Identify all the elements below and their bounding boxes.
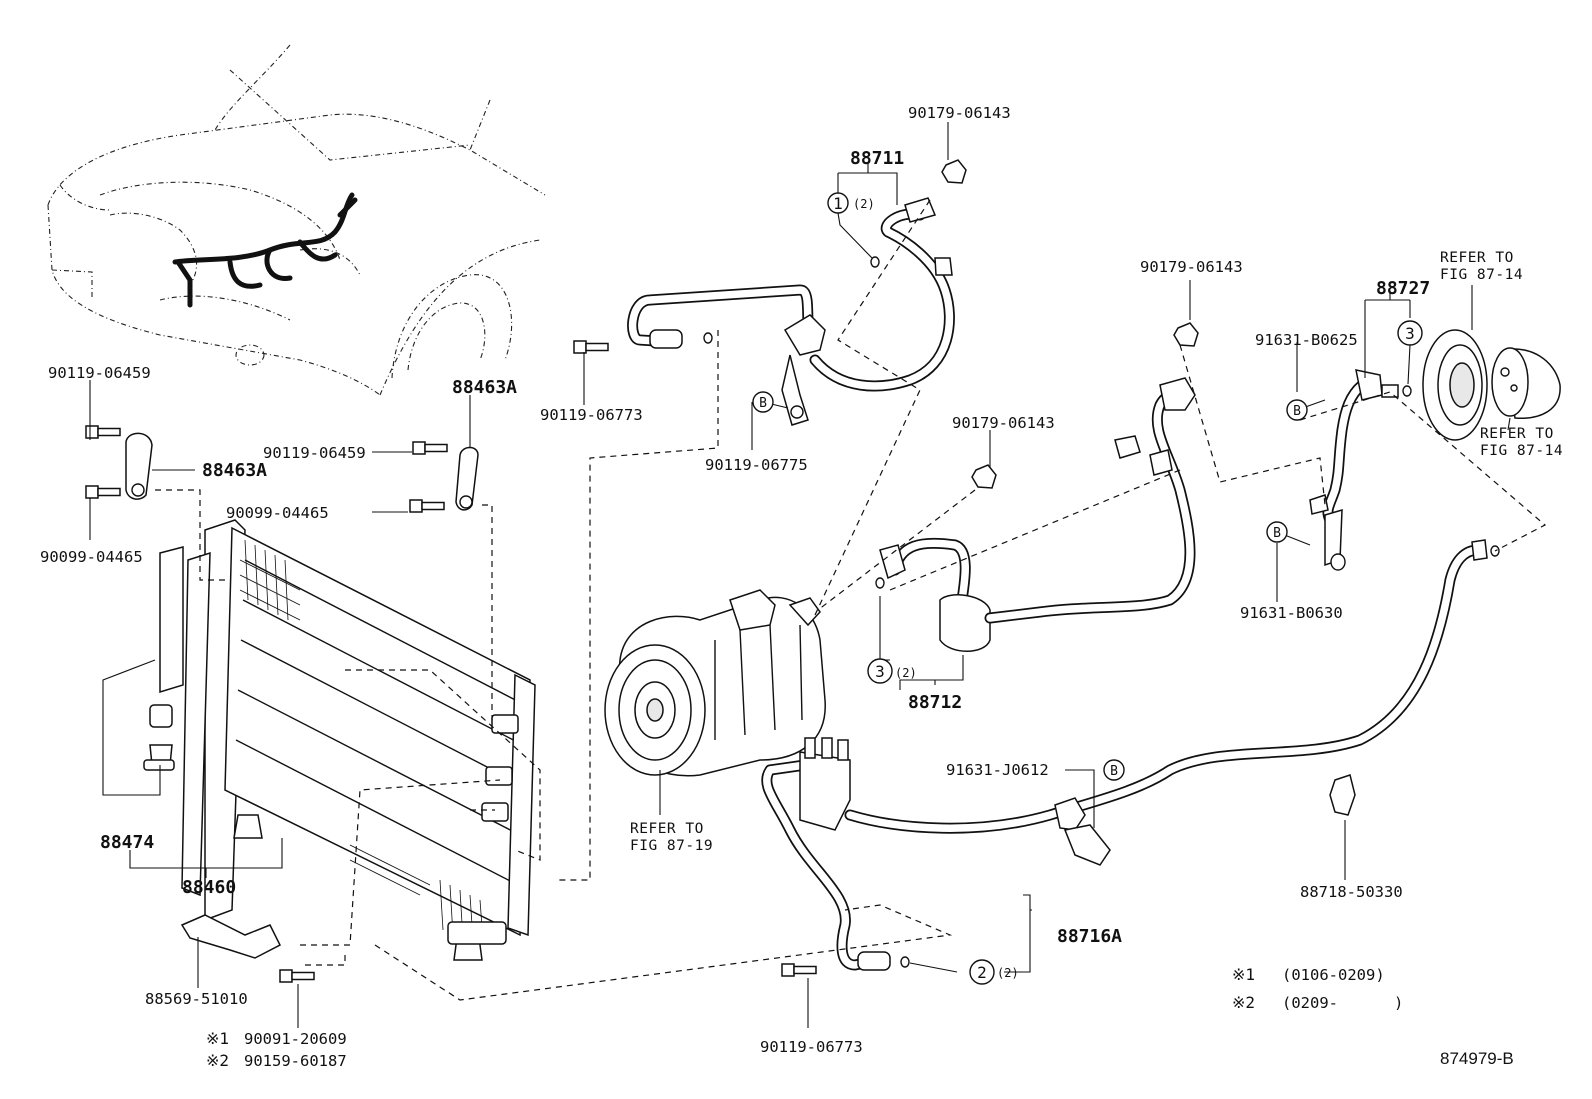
label-90099-04465-left: 90099-04465 [40, 548, 143, 566]
bolts [85, 340, 817, 983]
label-90119-06773-bottom: 90119-06773 [760, 1038, 863, 1056]
callout-b-3: B [1273, 526, 1281, 541]
callout-2: 2 [977, 963, 987, 982]
clutch-parts [1422, 329, 1561, 441]
refer-compressor-line1: REFER TO [630, 821, 704, 837]
label-90119-06459-left: 90119-06459 [48, 364, 151, 382]
callout-b-1: B [759, 396, 767, 411]
label-90091-20609: 90091-20609 [244, 1030, 347, 1048]
note-mark-2: ※2 [1232, 993, 1255, 1012]
note-mark-1: ※1 [1232, 965, 1255, 984]
callout-1-qty: (2) [853, 197, 875, 211]
note-mark-2-left: ※2 [206, 1051, 229, 1070]
label-90119-06775: 90119-06775 [705, 456, 808, 474]
label-91631-b0625: 91631-B0625 [1255, 331, 1358, 349]
leader-lines [89, 122, 1511, 1028]
label-88463a-right: 88463A [452, 377, 517, 398]
label-90179-06143-top: 90179-06143 [908, 104, 1011, 122]
callout-b-4: B [1110, 764, 1118, 779]
refer-compressor-line2: FIG 87-19 [630, 838, 713, 854]
callout-1: 1 [833, 194, 843, 213]
callout-3-qty: (2) [895, 666, 917, 680]
callout-markers [752, 192, 1423, 985]
refer-clutch-a-line1: REFER TO [1440, 250, 1514, 266]
refer-clutch-a-line2: FIG 87-14 [1440, 267, 1523, 283]
discharge-hose [627, 159, 967, 426]
label-88463a-left: 88463A [202, 460, 267, 481]
note-range-2: (0209- ) [1282, 994, 1403, 1012]
label-88711: 88711 [850, 148, 904, 169]
label-91631-j0612: 91631-J0612 [946, 761, 1049, 779]
suction-hose [875, 377, 1196, 652]
bracket-88463a-left [125, 432, 153, 500]
connection-lines [155, 199, 1547, 1001]
bracket-88569 [180, 914, 282, 959]
compressor [604, 589, 826, 777]
label-88712: 88712 [908, 692, 962, 713]
label-90119-06459-right: 90119-06459 [263, 444, 366, 462]
callout-b-2: B [1293, 404, 1301, 419]
label-90119-06773-top: 90119-06773 [540, 406, 643, 424]
label-88727: 88727 [1376, 278, 1430, 299]
note-range-1: (0106-0209) [1282, 966, 1385, 984]
callout-3-bottom: 3 [875, 662, 885, 681]
label-90099-04465-right: 90099-04465 [226, 504, 329, 522]
label-88569-51010: 88569-51010 [145, 990, 248, 1008]
refer-clutch-b-line1: REFER TO [1480, 426, 1554, 442]
callout-3-top: 3 [1405, 324, 1415, 343]
bracket-88463a-right [455, 446, 479, 511]
note-mark-1-left: ※1 [206, 1029, 229, 1048]
diagram-id: 874979-B [1440, 1049, 1514, 1068]
refer-clutch-b-line2: FIG 87-14 [1480, 443, 1563, 459]
condenser [143, 519, 536, 961]
label-91631-b0630: 91631-B0630 [1240, 604, 1343, 622]
label-88460: 88460 [182, 877, 236, 898]
label-88474: 88474 [100, 832, 154, 853]
car-outline [47, 44, 546, 396]
label-88716a: 88716A [1057, 926, 1122, 947]
label-90159-60187: 90159-60187 [244, 1052, 347, 1070]
tube-88727 [1173, 322, 1412, 816]
label-90179-06143-right: 90179-06143 [1140, 258, 1243, 276]
label-88718-50330: 88718-50330 [1300, 883, 1403, 901]
wiring-harness [172, 192, 358, 308]
label-90179-06143-middle: 90179-06143 [952, 414, 1055, 432]
liquid-tube [761, 539, 1500, 971]
callout-2-qty: (2) [997, 966, 1019, 980]
